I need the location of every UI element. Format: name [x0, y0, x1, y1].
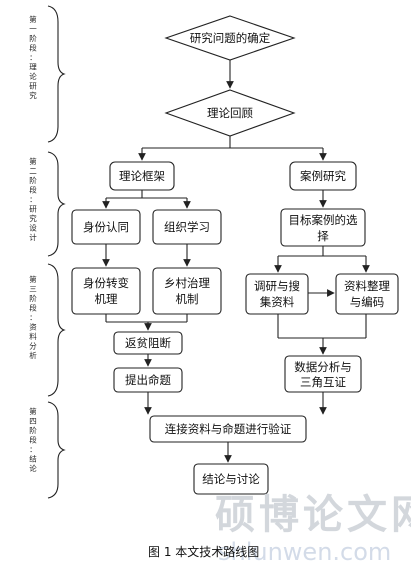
- stage-label-char: 计: [29, 232, 37, 242]
- stage-labels: 第一阶段：理论研究 第二阶段：研究设计 第三阶段：资料分析 第四阶段：结论: [29, 14, 37, 473]
- stage-label-char: 究: [29, 90, 37, 100]
- identity-change-label-line1: 身份转变: [83, 276, 129, 290]
- node-conclusion: 结论与讨论: [193, 463, 269, 495]
- stage-label-char: 段: [29, 185, 37, 195]
- stage-label-char: 阶: [29, 425, 37, 435]
- research-question-label: 研究问题的确定: [190, 31, 271, 45]
- stage-label-char: 设: [29, 223, 37, 233]
- stage-label-char: 理: [29, 63, 37, 72]
- stage-label-char: 析: [29, 350, 37, 360]
- stage-label-char: 第: [29, 274, 37, 284]
- node-organizational-learning: 组织学习: [152, 209, 222, 245]
- stage-label-char: 阶: [29, 33, 37, 43]
- node-data-analysis: 数据分析与 三角互证: [284, 355, 362, 393]
- watermark: 硕博论文网 shlunwen.com: [215, 491, 411, 565]
- stage-4-bracket: [47, 401, 66, 499]
- stage-label-char: 资: [29, 322, 37, 332]
- node-return-poverty: 返贫阻断: [113, 331, 183, 355]
- stage-label-char: 结: [29, 454, 37, 464]
- stage-label-char: ：: [29, 445, 37, 454]
- village-governance-label-line1: 乡村治理: [164, 276, 210, 290]
- stage-4-label: 第四阶段：结论: [29, 406, 37, 473]
- stage-label-char: 研: [29, 82, 37, 91]
- stage-label-char: 料: [29, 331, 37, 341]
- organizational-learning-label: 组织学习: [164, 220, 210, 234]
- data-analysis-label-line2: 三角互证: [300, 375, 346, 389]
- data-analysis-label-line1: 数据分析与: [294, 360, 352, 374]
- village-governance-label-line2: 机制: [176, 292, 199, 306]
- stage-label-char: 论: [29, 71, 37, 81]
- node-case-study: 案例研究: [289, 161, 357, 191]
- stage-label-char: ：: [29, 53, 37, 62]
- stage-1-label: 第一阶段：理论研究: [29, 14, 37, 100]
- node-theoretical-framework: 理论框架: [109, 161, 175, 191]
- return-poverty-label: 返贫阻断: [125, 336, 171, 350]
- stage-label-char: 第: [29, 406, 37, 416]
- stage-label-char: 阶: [29, 175, 37, 185]
- watermark-main-text: 硕博论文网: [215, 491, 411, 538]
- node-research-question: 研究问题的确定: [164, 15, 296, 61]
- stage-2-bracket: [47, 151, 66, 257]
- identity-recognition-label: 身份认同: [83, 220, 129, 234]
- stage-label-char: 四: [29, 417, 37, 426]
- stage-label-char: ：: [29, 313, 37, 322]
- target-case-label-line2: 择: [317, 229, 329, 243]
- stage-label-char: 第: [29, 156, 37, 166]
- stage-label-char: 究: [29, 213, 37, 223]
- node-propose: 提出命题: [113, 367, 183, 393]
- investigate-label-line2: 集资料: [260, 295, 295, 309]
- stage-3-label: 第三阶段：资料分析: [29, 274, 37, 360]
- node-verify: 连接资料与命题进行验证: [149, 415, 307, 443]
- node-target-case: 目标案例的选 择: [280, 208, 366, 247]
- stage-label-char: 三: [29, 285, 37, 294]
- stage-label-char: ：: [29, 195, 37, 204]
- case-study-label: 案例研究: [300, 169, 346, 183]
- stage-label-char: 段: [29, 435, 37, 445]
- node-investigate: 调研与搜 集资料: [245, 273, 309, 315]
- verify-label: 连接资料与命题进行验证: [165, 422, 292, 436]
- stage-brackets: [47, 5, 66, 499]
- stage-label-char: 段: [29, 43, 37, 53]
- node-theory-review: 理论回顾: [164, 89, 296, 137]
- node-village-governance: 乡村治理 机制: [152, 267, 222, 315]
- stage-3-bracket: [47, 263, 66, 397]
- connectors: [102, 60, 370, 463]
- stage-label-char: 阶: [29, 293, 37, 303]
- stage-label-char: 第: [29, 14, 37, 24]
- figure-caption: 图 1 本文技术路线图: [148, 544, 259, 559]
- stage-label-char: 论: [29, 463, 37, 473]
- watermark-url-text: shlunwen.com: [218, 538, 391, 565]
- node-identity-recognition: 身份认同: [71, 209, 141, 245]
- conclusion-label: 结论与讨论: [202, 472, 260, 486]
- investigate-label-line1: 调研与搜: [254, 279, 300, 293]
- node-identity-change: 身份转变 机理: [71, 267, 141, 315]
- propose-label: 提出命题: [125, 373, 171, 387]
- theoretical-framework-label: 理论框架: [119, 169, 165, 183]
- stage-1-bracket: [47, 5, 66, 143]
- organize-label-line1: 资料整理: [344, 279, 390, 293]
- target-case-label-line1: 目标案例的选: [289, 213, 358, 227]
- stage-label-char: 二: [29, 167, 37, 176]
- identity-change-label-line2: 机理: [95, 292, 118, 306]
- theory-review-label: 理论回顾: [207, 106, 253, 120]
- stage-label-char: 一: [29, 25, 37, 34]
- organize-label-line2: 与编码: [350, 295, 385, 309]
- stage-label-char: 研: [29, 205, 37, 214]
- stage-label-char: 段: [29, 303, 37, 313]
- stage-label-char: 分: [29, 342, 37, 351]
- stage-2-label: 第二阶段：研究设计: [29, 156, 37, 242]
- node-organize: 资料整理 与编码: [335, 273, 399, 315]
